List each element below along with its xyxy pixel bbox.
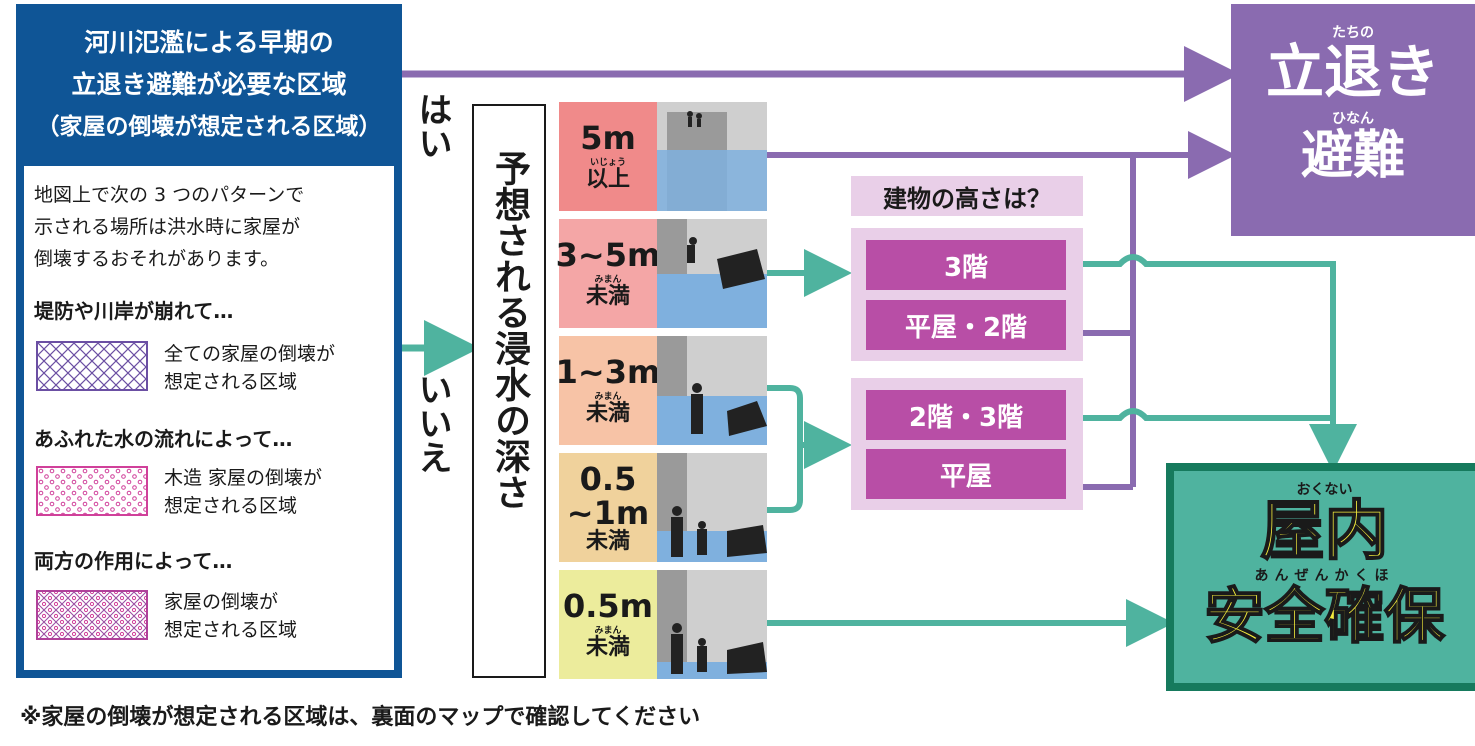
depth-row-0-5-1m: 0.5 ~1m 未満 [559, 453, 767, 562]
building-height-question: 建物の高さは？ [851, 176, 1083, 216]
pattern3-desc-line2: 想定される区域 [164, 619, 298, 641]
panel-title-line3: （家屋の倒壊が想定される区域） [36, 114, 382, 140]
flood-illustration-0-5m [657, 570, 767, 679]
outcome-stay-indoors: おくない 屋内 あんぜんかくほ 安全確保 [1174, 471, 1475, 683]
footnote: ※家屋の倒壊が想定される区域は、裏面のマップで確認してください [20, 705, 701, 730]
stay-line2: 安全確保 [1204, 582, 1446, 652]
depth-row-5m: 5m いじょう 以上 [559, 102, 767, 211]
depth-row-3-5m: 3~5m みまん 未満 [556, 219, 767, 328]
depth-sub: 未満 [585, 635, 630, 660]
yes-label: はい [412, 92, 452, 160]
pattern2-heading: あふれた水の流れによって… [34, 427, 293, 451]
depth-label-0-5m: 0.5m みまん 未満 [559, 570, 657, 679]
depth-ruby: みまん [594, 275, 622, 285]
intro-line2: 示される場所は洪水時に家屋が [34, 216, 301, 238]
depth-sub: 未満 [585, 401, 630, 426]
pattern2-desc-line2: 想定される区域 [164, 495, 298, 517]
option-2f-3f[interactable]: 2階・3階 [866, 390, 1066, 440]
depth-ruby: みまん [594, 626, 622, 636]
pattern2-swatch [36, 466, 148, 516]
pattern1-desc: 全ての家屋の倒壊が 想定される区域 [164, 340, 335, 396]
flood-illustration-3-5m [657, 219, 767, 328]
flood-illustration-0-5-1m [657, 453, 767, 562]
depth-value-line1: 0.5 [579, 459, 637, 498]
panel-title: 河川氾濫による早期の 立退き避難が必要な区域 （家屋の倒壊が想定される区域） [16, 4, 402, 159]
pattern1-desc-line1: 全ての家屋の倒壊が [164, 343, 336, 365]
pattern1-desc-line2: 想定される区域 [164, 371, 298, 393]
intro-line1: 地図上で次の 3 つのパターンで [34, 184, 305, 206]
depth-value-line2: ~1m [566, 493, 650, 532]
depth-sub: 未満 [585, 284, 630, 309]
depth-label-0-5-1m: 0.5 ~1m 未満 [559, 453, 657, 562]
bracket-1-3m [767, 385, 803, 513]
outcome-evacuate: たちの 立退き ひなん 避難 [1231, 4, 1475, 236]
pattern3-desc-line1: 家屋の倒壊が [164, 591, 279, 613]
pattern3-desc: 家屋の倒壊が 想定される区域 [164, 588, 297, 644]
depth-row-1-3m: 1~3m みまん 未満 [556, 336, 767, 445]
panel-body: 地図上で次の 3 つのパターンで 示される場所は洪水時に家屋が 倒壊するおそれが… [24, 166, 394, 670]
flood-illustration-5m [657, 102, 767, 211]
depth-title-box [472, 104, 546, 678]
pattern3-heading: 両方の作用によって… [34, 549, 233, 573]
depth-value: 1~3m [555, 353, 661, 391]
option-1f-2f[interactable]: 平屋・2階 [866, 300, 1066, 350]
pattern1-heading: 堤防や川岸が崩れて… [34, 299, 234, 323]
option-1f[interactable]: 平屋 [866, 449, 1066, 499]
depth-title: 予想される浸水の深さ [489, 150, 530, 510]
depth-ruby: いじょう [589, 158, 626, 168]
teal-path-3f [1082, 254, 1336, 445]
evacuate-line2: 避難 [1300, 126, 1405, 186]
depth-label-5m: 5m いじょう 以上 [559, 102, 657, 211]
no-label: いいえ [412, 372, 452, 474]
stay-line1: 屋内 [1260, 495, 1390, 569]
depth-sub: 未満 [585, 528, 630, 554]
depth-sub: 以上 [585, 167, 630, 192]
panel-title-line1: 河川氾濫による早期の [84, 28, 334, 57]
pattern3-swatch [36, 590, 148, 640]
depth-value: 5m [580, 119, 636, 157]
pattern2-desc-line1: 木造 家屋の倒壊が [164, 467, 323, 489]
depth-value: 3~5m [555, 236, 661, 274]
depth-label-3-5m: 3~5m みまん 未満 [556, 219, 660, 328]
intro-line3: 倒壊するおそれがあります。 [34, 248, 280, 270]
pattern1-swatch [36, 341, 148, 391]
pattern2-desc: 木造 家屋の倒壊が 想定される区域 [164, 464, 322, 520]
depth-value: 0.5m [562, 587, 654, 625]
flood-illustration-1-3m [657, 336, 767, 445]
panel-title-line2: 立退き避難が必要な区域 [71, 70, 347, 99]
option-3f[interactable]: 3階 [866, 240, 1066, 290]
depth-label-1-3m: 1~3m みまん 未満 [556, 336, 660, 445]
evacuate-line1: 立退き [1265, 38, 1440, 106]
teal-path-2-3f [1082, 408, 1333, 421]
depth-ruby: みまん [594, 392, 622, 402]
depth-row-0-5m: 0.5m みまん 未満 [559, 570, 767, 679]
